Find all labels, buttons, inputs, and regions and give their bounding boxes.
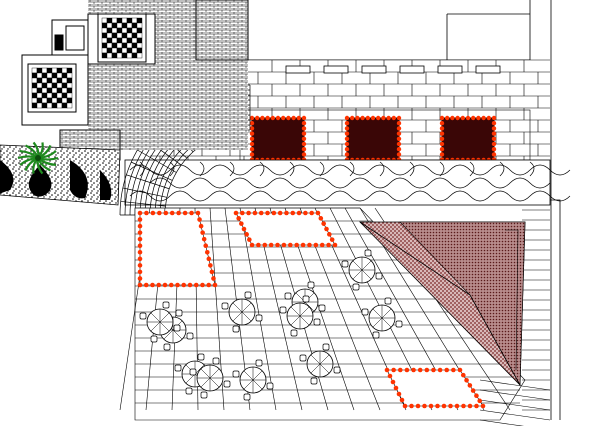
palm-shrub: [17, 141, 59, 175]
textured-pyramid: [359, 221, 526, 387]
umbrella-table: [341, 249, 383, 291]
vent-slot: [437, 65, 463, 74]
square-planter: [344, 115, 402, 163]
vent-slot: [475, 65, 501, 74]
umbrella-table: [279, 295, 321, 337]
checkerboard-planter-top: [97, 13, 147, 63]
umbrella-table: [299, 343, 341, 385]
wave-paving-band: [124, 159, 571, 206]
vent-slots: [285, 65, 501, 74]
trapezoid-planter: [384, 367, 486, 409]
vent-slot: [399, 65, 425, 74]
umbrella-table: [232, 359, 274, 401]
gravel-garden: [0, 144, 121, 206]
umbrella-tables: [139, 249, 403, 401]
checkerboard-planter-left: [27, 63, 77, 113]
vent-slot: [323, 65, 349, 74]
trapezoid-planters: [137, 210, 486, 409]
umbrella-table: [221, 291, 263, 333]
umbrella-table: [189, 357, 231, 399]
square-planter: [439, 115, 497, 163]
trapezoid-planter: [137, 210, 218, 288]
vent-slot: [361, 65, 387, 74]
square-planters: [249, 115, 497, 163]
square-planter: [249, 115, 307, 163]
trapezoid-planter: [233, 210, 338, 248]
umbrella-table: [361, 297, 403, 339]
umbrella-table: [139, 301, 181, 343]
vent-slot: [285, 65, 311, 74]
